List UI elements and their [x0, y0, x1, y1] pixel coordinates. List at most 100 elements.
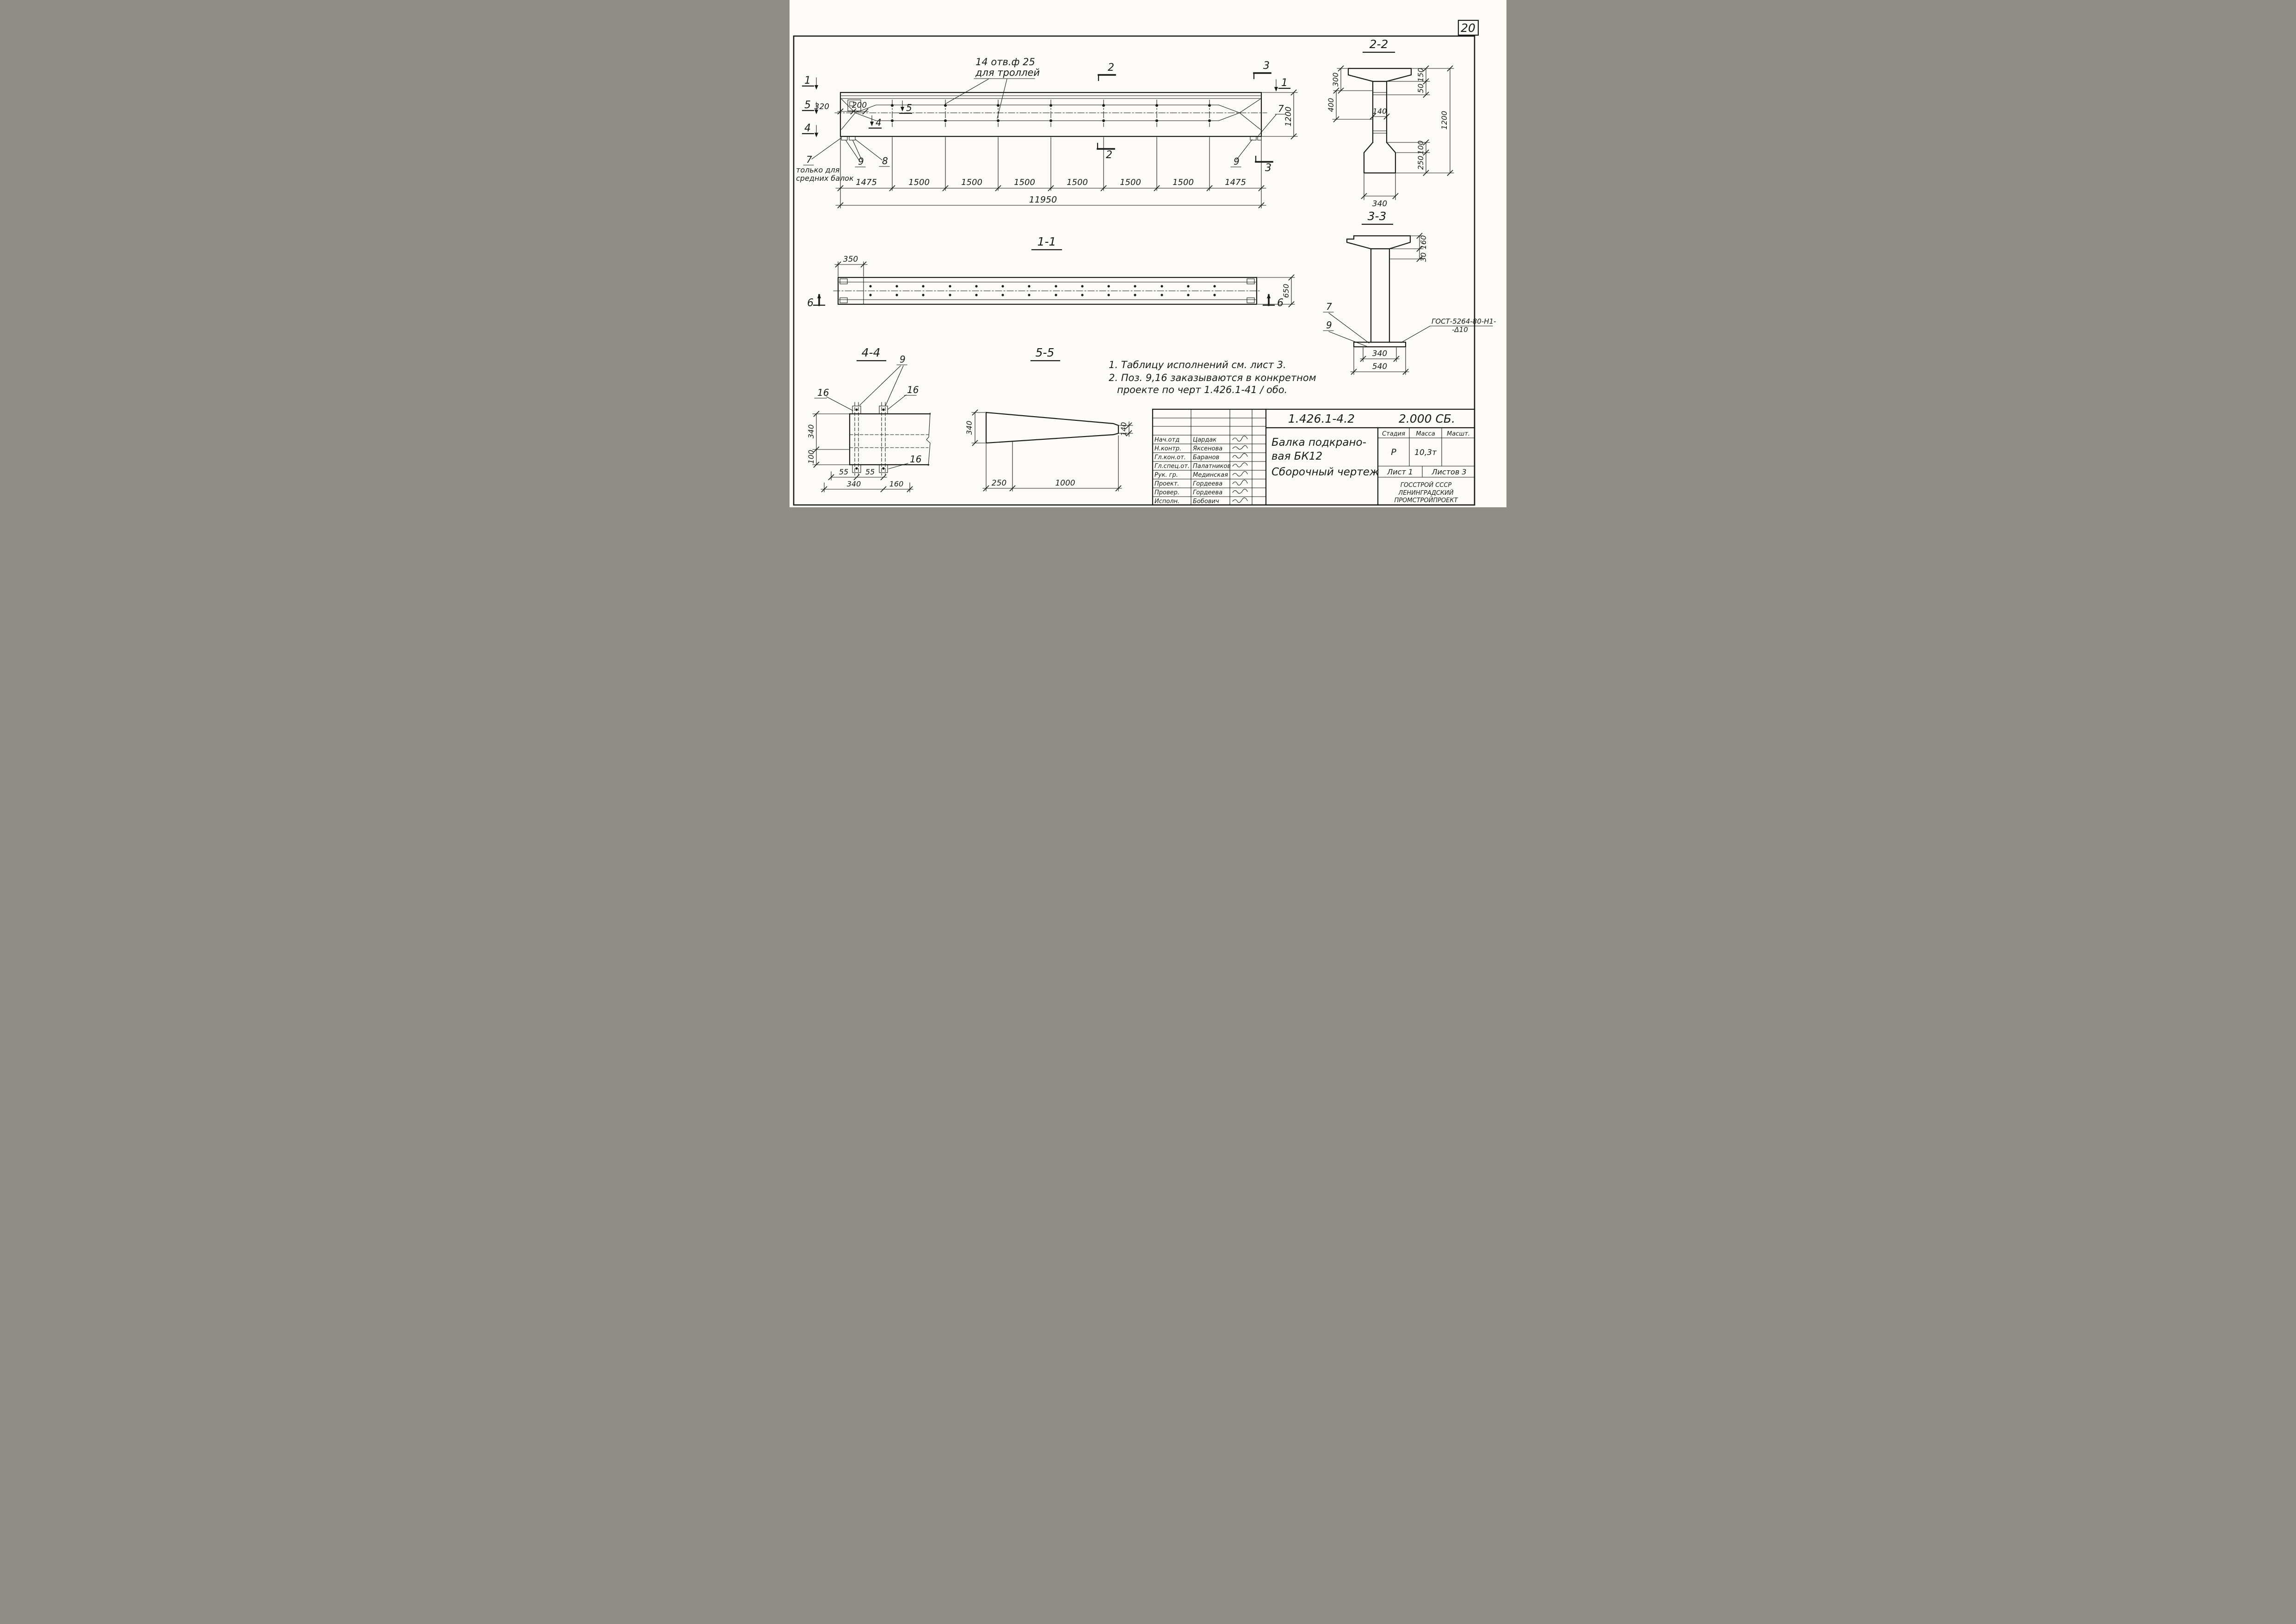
section-1-1-cuts: 6 6 — [807, 294, 1284, 309]
position-label: 16 — [907, 384, 919, 395]
labels-bottom-left: 7 только для средних балок 9 8 9 — [796, 137, 1253, 183]
dim-label: 1475 — [856, 178, 877, 187]
title-line-3: Сборочный чертеж — [1271, 466, 1379, 478]
position-label: 7 — [806, 154, 812, 165]
dim-label: 1500 — [1014, 178, 1035, 187]
label-7-right: 7 — [1258, 103, 1286, 136]
bearing-pad — [1250, 136, 1257, 141]
dim-label: 250 — [992, 479, 1006, 488]
drawing-frame: 20 — [793, 19, 1479, 506]
signature-scribbles — [1232, 436, 1248, 503]
note-only-line2: средних балок — [796, 174, 854, 183]
cut-markers-2-3: 2 2 3 3 1 — [1097, 60, 1291, 174]
row-name: Баранов — [1193, 454, 1219, 461]
blueprint-svg: 20 — [793, 19, 1496, 506]
dim-label: 1000 — [1055, 479, 1075, 488]
dim-label: 140 — [1119, 422, 1128, 437]
row-name: Гордеева — [1193, 480, 1222, 487]
holes-note-line1: 14 отв.ф 25 — [975, 56, 1035, 68]
section-5-5-dims: 340 140 250 1000 — [965, 409, 1133, 492]
dim-label: 1500 — [1067, 178, 1088, 187]
sheet-number: Лист 1 — [1387, 468, 1413, 476]
dim-label: 55 — [839, 468, 848, 476]
dim-label: 50 — [1416, 84, 1425, 93]
section-1-1-outline — [833, 277, 1262, 305]
dim-label: 100 — [807, 450, 815, 464]
section-title: 5-5 — [1036, 346, 1055, 359]
section-5-5-view: 5-5 340 140 250 1000 — [965, 346, 1133, 492]
dim-label: 1500 — [961, 178, 982, 187]
col-mass-header: Масса — [1416, 431, 1435, 437]
dim-label: 300 — [1331, 73, 1340, 87]
cut-4-label: 4 — [804, 123, 811, 134]
dim-1200-right: 1200 — [1262, 89, 1298, 140]
cut-6-right-label: 6 — [1277, 297, 1284, 309]
dim-chain-bottom: 1475 1500 1500 1500 1500 1500 1500 1475 … — [835, 137, 1266, 209]
section-1-1-holes — [869, 285, 1216, 296]
section-2-2-dims: 300 400 150 50 140 1200 100 250 — [1327, 65, 1454, 209]
dim-label: 1500 — [1173, 178, 1194, 187]
row-role: Гл.спец.от. — [1154, 463, 1190, 470]
row-role: Н.контр. — [1154, 445, 1181, 452]
row-name: Цардак — [1193, 437, 1216, 443]
row-name: Яксенова — [1192, 445, 1222, 452]
position-label: 16 — [817, 387, 829, 398]
drawing-notes: 1. Таблицу исполнений см. лист 3. 2. Поз… — [1109, 359, 1316, 395]
note-only-line1: только для — [796, 166, 840, 174]
section-2-2-outline — [1347, 68, 1412, 174]
dim-label: 1500 — [1120, 178, 1141, 187]
dim-label: 340 — [1372, 199, 1387, 209]
section-4-4-dims: 340 100 55 55 340 160 — [807, 411, 913, 492]
row-name: Бобович — [1193, 498, 1219, 505]
section-3-3-dims: 160 30 340 540 — [1350, 233, 1428, 375]
bearing-pad — [1257, 136, 1262, 141]
dim-total-label: 11950 — [1029, 195, 1057, 205]
cut-5-inner-label: 5 — [906, 102, 912, 113]
dims-320-200: 320 200 — [815, 101, 869, 115]
col-stage-header: Стадия — [1382, 431, 1405, 437]
col-scale-header: Масшт. — [1447, 431, 1470, 437]
page-number-box — [1457, 19, 1479, 36]
weld-gost-note-line1: ГОСТ-5264-80-Н1- — [1432, 317, 1496, 326]
position-label: 7 — [1326, 301, 1332, 312]
section-3-3-labels: 7 9 ГОСТ-5264-80-Н1- -Δ10 — [1323, 301, 1496, 347]
title-line-2: вая БК12 — [1271, 450, 1322, 462]
dim-label: 1475 — [1225, 178, 1246, 187]
cut-4-inner-label: 4 — [876, 117, 882, 128]
mass-value: 10,3т — [1414, 448, 1437, 457]
cut-1-right-label: 1 — [1281, 77, 1288, 89]
section-3-3-outline — [1346, 235, 1411, 348]
position-label: 7 — [1278, 103, 1284, 114]
weld-gost-note-line2: -Δ10 — [1452, 326, 1468, 334]
cut-3-top-label: 3 — [1263, 60, 1270, 72]
org-line-3: ПРОМСТРОЙПРОЕКТ — [1394, 497, 1458, 504]
cut-6-left-label: 6 — [807, 297, 814, 309]
row-name: Палатников — [1193, 463, 1231, 470]
row-role: Гл.кон.от. — [1154, 454, 1186, 461]
row-role: Провер. — [1154, 489, 1179, 496]
dim-label: 160 — [889, 480, 904, 488]
dim-label: 340 — [847, 480, 861, 488]
dim-label: 250 — [1416, 156, 1425, 170]
bearing-pad — [841, 136, 848, 141]
dim-label: 150 — [1416, 68, 1425, 82]
doc-code: 2.000 СБ. — [1399, 412, 1455, 425]
cut-markers-left: 1 5 4 — [802, 75, 818, 137]
cut-2-top-label: 2 — [1108, 62, 1114, 74]
row-role: Рук. гр. — [1154, 472, 1178, 479]
row-role: Исполн. — [1154, 498, 1179, 505]
dim-label: 350 — [843, 255, 858, 264]
note-line-2: 2. Поз. 9,16 заказываются в конкретном — [1109, 372, 1316, 383]
dim-label: 340 — [807, 424, 815, 439]
position-label: 16 — [910, 454, 921, 465]
section-2-2-view: 2-2 300 400 150 50 — [1327, 37, 1454, 209]
cut-1-label: 1 — [804, 75, 811, 86]
section-3-3-view: 3-3 160 30 340 540 7 — [1323, 209, 1496, 375]
row-name: Мединская — [1193, 472, 1228, 479]
title-block-grid — [1152, 409, 1266, 505]
dim-label: 200 — [852, 101, 867, 110]
row-name: Гордеева — [1193, 489, 1222, 496]
dim-label: 100 — [1416, 141, 1425, 155]
beam-elevation-view: 14 отв.ф 25 для троллей 1 5 4 5 4 — [796, 56, 1298, 209]
cut-5-label: 5 — [804, 99, 811, 111]
